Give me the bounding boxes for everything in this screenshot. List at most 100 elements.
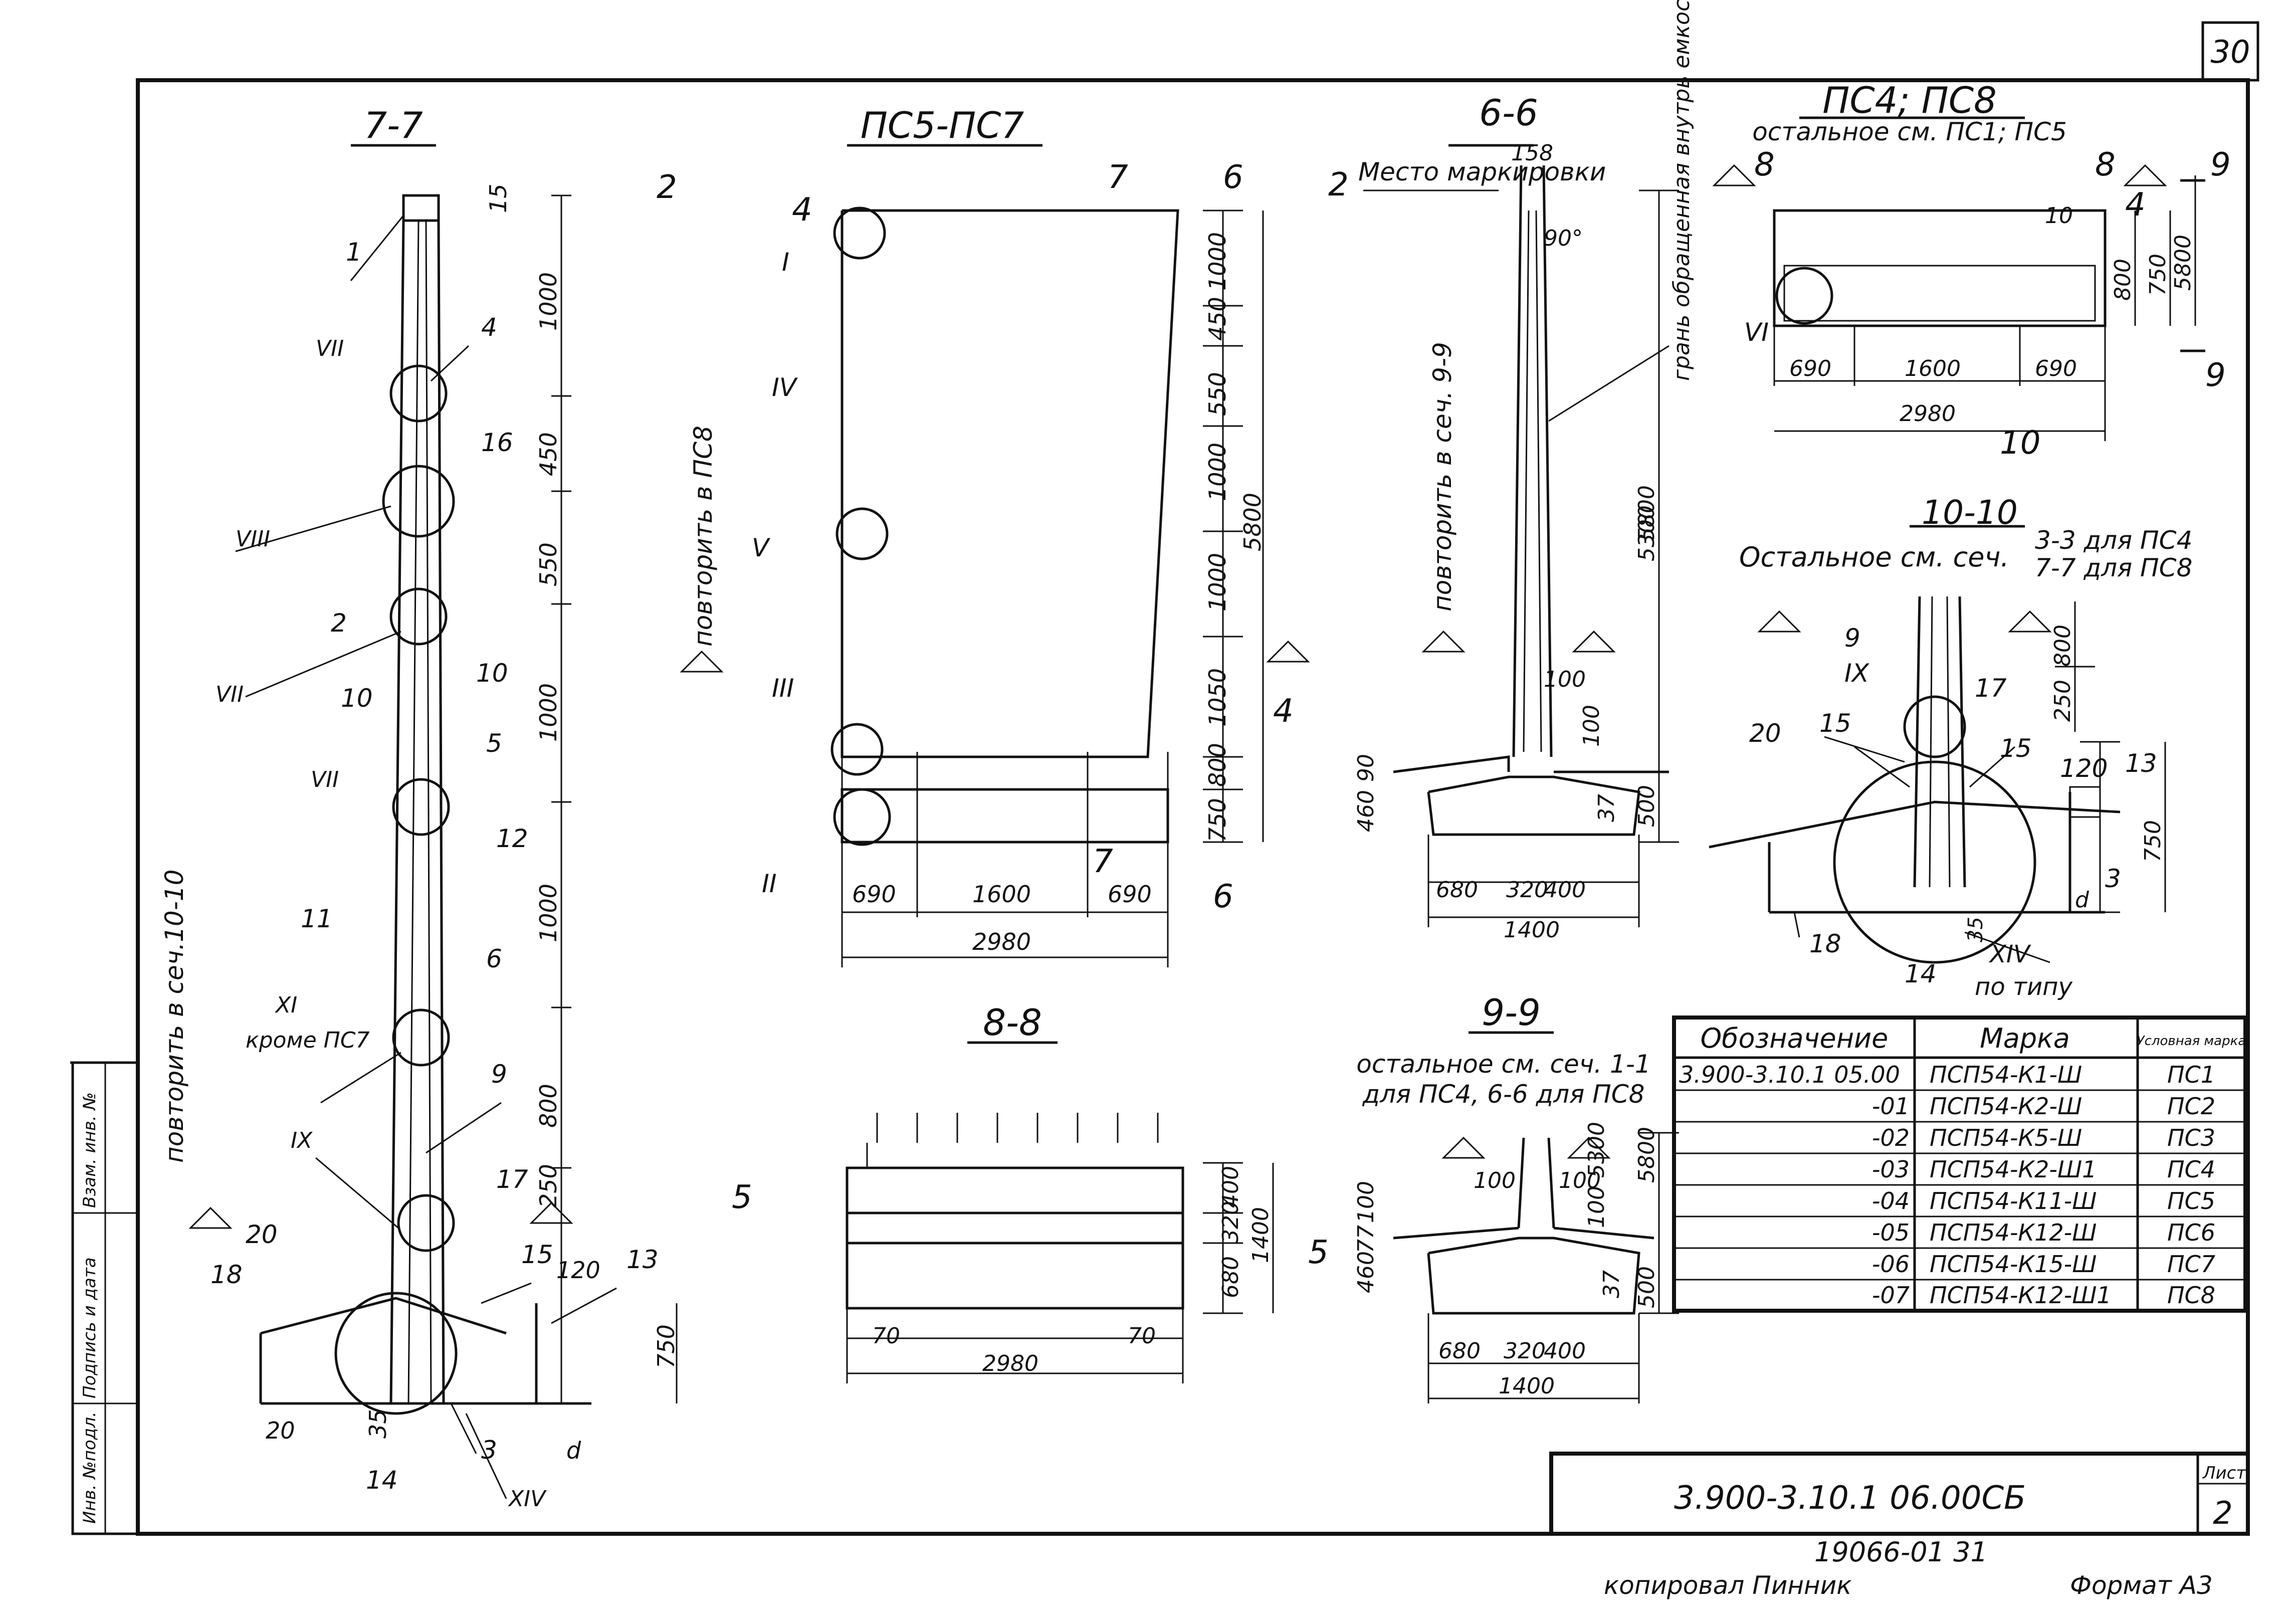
callout-label: 6 <box>486 944 502 973</box>
dim-label: 400 <box>1544 877 1586 903</box>
cut-mark: 9 <box>2205 357 2226 394</box>
schedule-mark: ПСП54-К2-Ш <box>1930 1093 2082 1120</box>
cut-mark: 4 <box>1273 693 1294 730</box>
node-label: V <box>752 533 771 562</box>
callout-label: 3 <box>481 1436 497 1465</box>
cut-mark: 8 <box>1754 146 1775 183</box>
section-10-10-node-note: по типу <box>1975 973 2073 1001</box>
dim-label: 1000 <box>1204 443 1231 501</box>
callout-label: 18 <box>211 1260 243 1289</box>
dim-label: 800 <box>535 1084 562 1128</box>
dim-label: 690 <box>2035 356 2077 381</box>
callout-label: 10 <box>341 684 373 713</box>
callout-label: 13 <box>627 1245 659 1274</box>
dim-label: 2980 <box>1900 401 1956 427</box>
view-pc5-pc7-cut-marks: 2 4 7 6 4 7 6 <box>657 159 1294 915</box>
section-9-9-note-row1: остальное см. сеч. 1-1 <box>1356 1050 1650 1079</box>
section-10-10-node-label: XIV <box>1988 940 2031 968</box>
dim-label: 100 <box>1559 1168 1601 1193</box>
dim-label: 100 <box>1544 667 1586 692</box>
section-6-6-cut-mark: 2 <box>1328 166 1349 204</box>
callout-label: 1 <box>346 238 362 267</box>
cut-mark: 6 <box>1223 159 1243 196</box>
callout-label: 12 <box>496 824 528 853</box>
dim-label: 77 <box>1353 1225 1379 1253</box>
section-10-10-callouts: 9 IX 17 20 15 15 120 13 3 18 14 35 <box>1749 624 2157 988</box>
node-label: кроме ПС7 <box>246 1028 369 1053</box>
plan-pc4-pc8-drawing <box>1712 116 2205 441</box>
section-10-10-drawing <box>1709 525 2166 964</box>
dim-label: 120 <box>556 1257 600 1284</box>
dim-label: 158 <box>1511 140 1553 166</box>
dim-label: 37 <box>1599 1270 1624 1298</box>
dim-label: 400 <box>1544 1338 1586 1364</box>
dim-label: 5300 <box>1634 505 1659 561</box>
schedule-mark: ПСП54-К2-Ш1 <box>1930 1156 2097 1183</box>
schedule-short: ПС3 <box>2167 1124 2215 1151</box>
node-label: XIV <box>508 1486 547 1512</box>
schedule-short: ПС8 <box>2167 1282 2215 1309</box>
cut-mark: 7 <box>1093 843 1113 880</box>
view-pc5-pc7-dims: 1000 450 550 1000 1000 1050 800 750 5800… <box>852 232 1266 955</box>
dim-label: 5800 <box>1634 1127 1659 1183</box>
view-pc5-pc7-repeat-note: повторить в ПС8 <box>689 426 718 647</box>
cut-mark: 6 <box>1213 878 1233 915</box>
dim-label: 1600 <box>1905 356 1961 381</box>
page-number: 30 <box>2211 34 2250 70</box>
sheet-number: 2 <box>2213 1495 2232 1531</box>
dim-label: 690 <box>1789 356 1831 381</box>
dim-label: 90 <box>1353 754 1379 782</box>
callout-label: 17 <box>496 1165 528 1194</box>
callout-label: 4 <box>481 313 497 342</box>
node-label: IX <box>291 1128 313 1153</box>
section-10-10-title: 10-10 <box>1922 493 2018 532</box>
node-label: VII <box>311 767 339 792</box>
schedule-short: ПС7 <box>2167 1251 2215 1278</box>
dim-label: 1400 <box>1248 1207 1274 1263</box>
dim-label: 100 <box>1579 705 1604 747</box>
archive-number: 19066-01 31 <box>1814 1536 1988 1568</box>
dim-label: 5300 <box>1584 1122 1609 1178</box>
callout-label: IX <box>1844 659 1870 688</box>
dim-label: 1600 <box>972 881 1031 908</box>
schedule-code: -06 <box>1872 1251 1910 1278</box>
schedule-code: -04 <box>1872 1187 1910 1214</box>
dim-label: 690 <box>1108 881 1152 908</box>
section-6-6-title: 6-6 <box>1479 92 1538 134</box>
copied-by: копировал Пинник <box>1604 1571 1851 1600</box>
sheet-label: Лист <box>2202 1463 2246 1483</box>
dim-label: 1000 <box>535 272 562 331</box>
dim-label: 1000 <box>535 884 562 942</box>
node-label: VII <box>216 682 244 707</box>
section-8-8-title: 8-8 <box>983 1001 1042 1044</box>
section-9-9-drawing <box>1393 1031 1679 1403</box>
section-9-9-title: 9-9 <box>1482 991 1541 1034</box>
schedule-code: -05 <box>1872 1219 1910 1246</box>
dim-label: 550 <box>1204 372 1231 416</box>
section-7-7-nodes: VII VIII VII VII XI кроме ПС7 IX XIV <box>216 336 547 1512</box>
cut-mark: 8 <box>2095 146 2116 183</box>
schedule-mark: ПСП54-К5-Ш <box>1930 1124 2082 1151</box>
cut-mark: 4 <box>792 191 812 229</box>
callout-label: 20 <box>246 1220 278 1249</box>
section-6-6-side-note: грань обращенная внутрь емкости <box>1669 0 1695 381</box>
dim-label: 5800 <box>1239 493 1266 551</box>
dim-label: 680 <box>1438 1338 1481 1364</box>
dim-label: 35 <box>364 1409 391 1439</box>
dim-label: 70 <box>872 1323 900 1349</box>
dim-label: d <box>2075 887 2090 913</box>
dim-label: 750 <box>1204 798 1231 842</box>
schedule-header-short: Условная марка <box>2137 1034 2246 1049</box>
dim-label: 320 <box>1504 1338 1546 1364</box>
schedule-short: ПС1 <box>2167 1061 2215 1088</box>
schedule-short: ПС6 <box>2167 1219 2215 1246</box>
dim-label: 450 <box>535 432 562 476</box>
dim-label: 750 <box>653 1324 680 1368</box>
node-label: IV <box>772 373 798 402</box>
section-9-9-note-row2: для ПС4, 6-6 для ПС8 <box>1362 1080 1645 1109</box>
callout-label: 5 <box>486 729 502 758</box>
callout-label: 15 <box>1819 709 1851 738</box>
cut-mark: 2 <box>657 169 677 206</box>
dim-label: 10 <box>2045 203 2073 229</box>
dim-label: 800 <box>2110 259 2136 301</box>
